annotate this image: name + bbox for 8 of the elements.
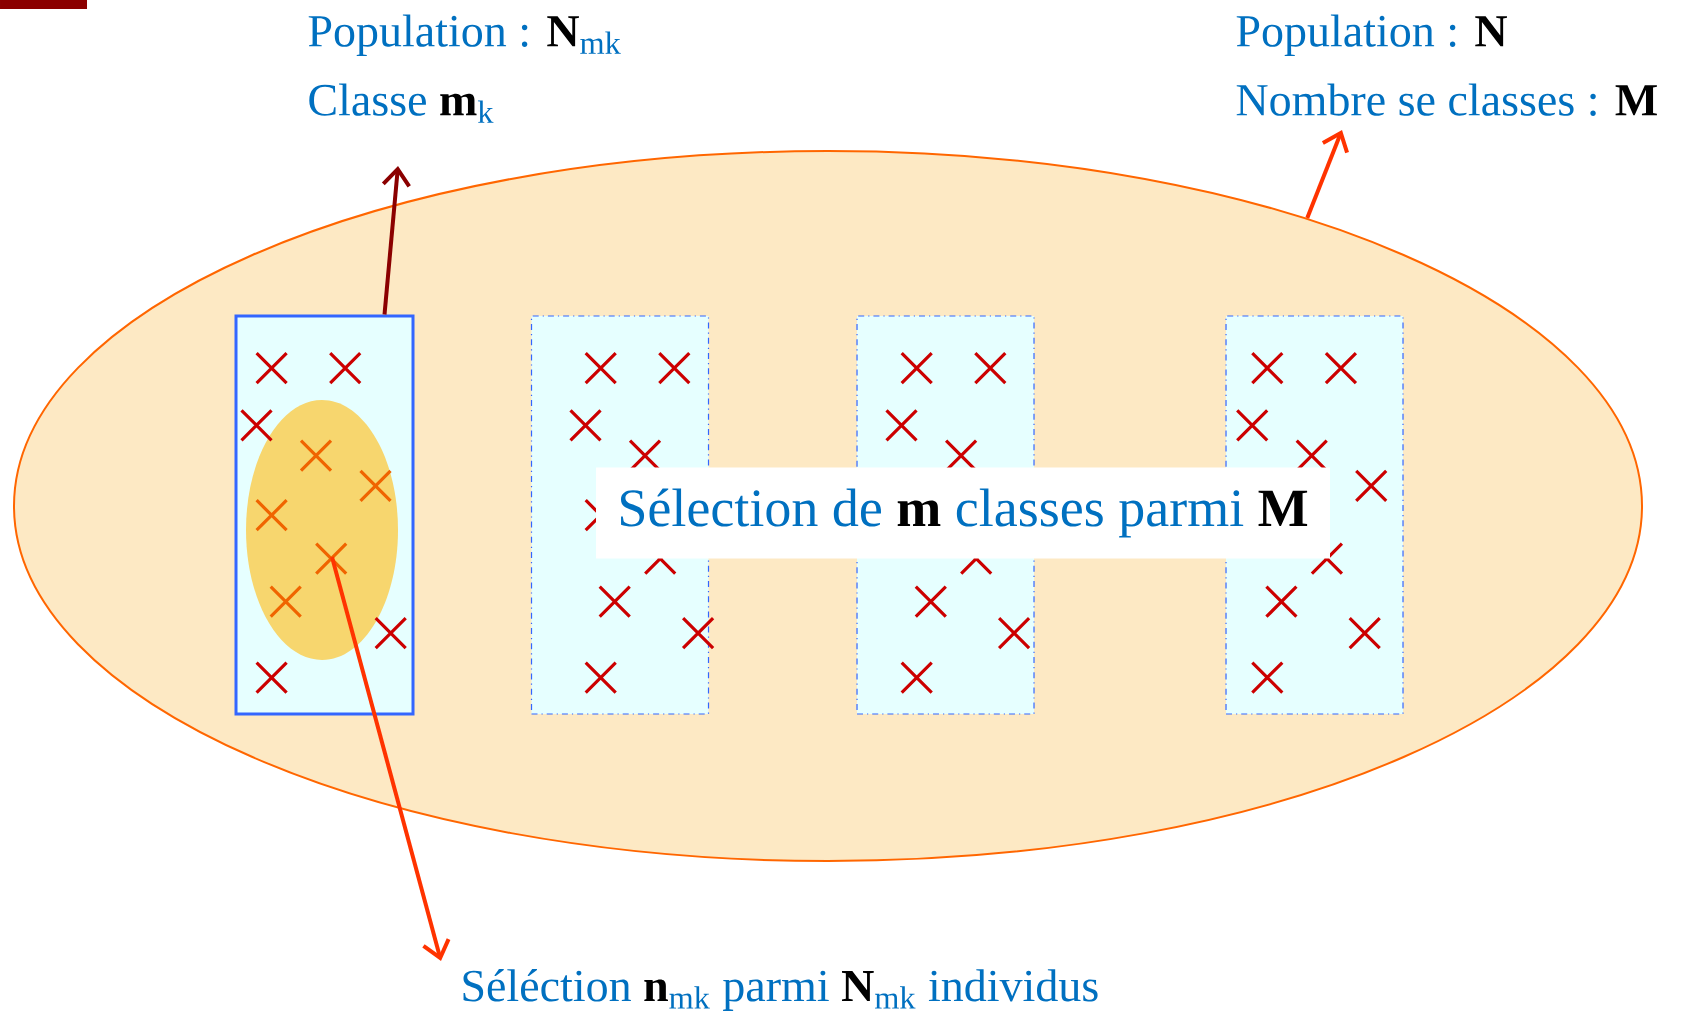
annotation-text: Population : N Nombre se classes : M	[1236, 14, 1657, 116]
annotation-text: Population : N$_{mk}$ Classe m$_{k}$	[308, 14, 621, 123]
sample-ellipse	[246, 400, 398, 660]
arrow	[1305, 130, 1349, 219]
annotation-text: Séléction n$_{mk}$ parmi N$_{mk}$ individus	[463, 969, 1098, 1011]
arrow	[381, 166, 411, 315]
arrow	[330, 556, 451, 961]
label-box: Sélection de m classes parmi M	[596, 467, 1330, 559]
